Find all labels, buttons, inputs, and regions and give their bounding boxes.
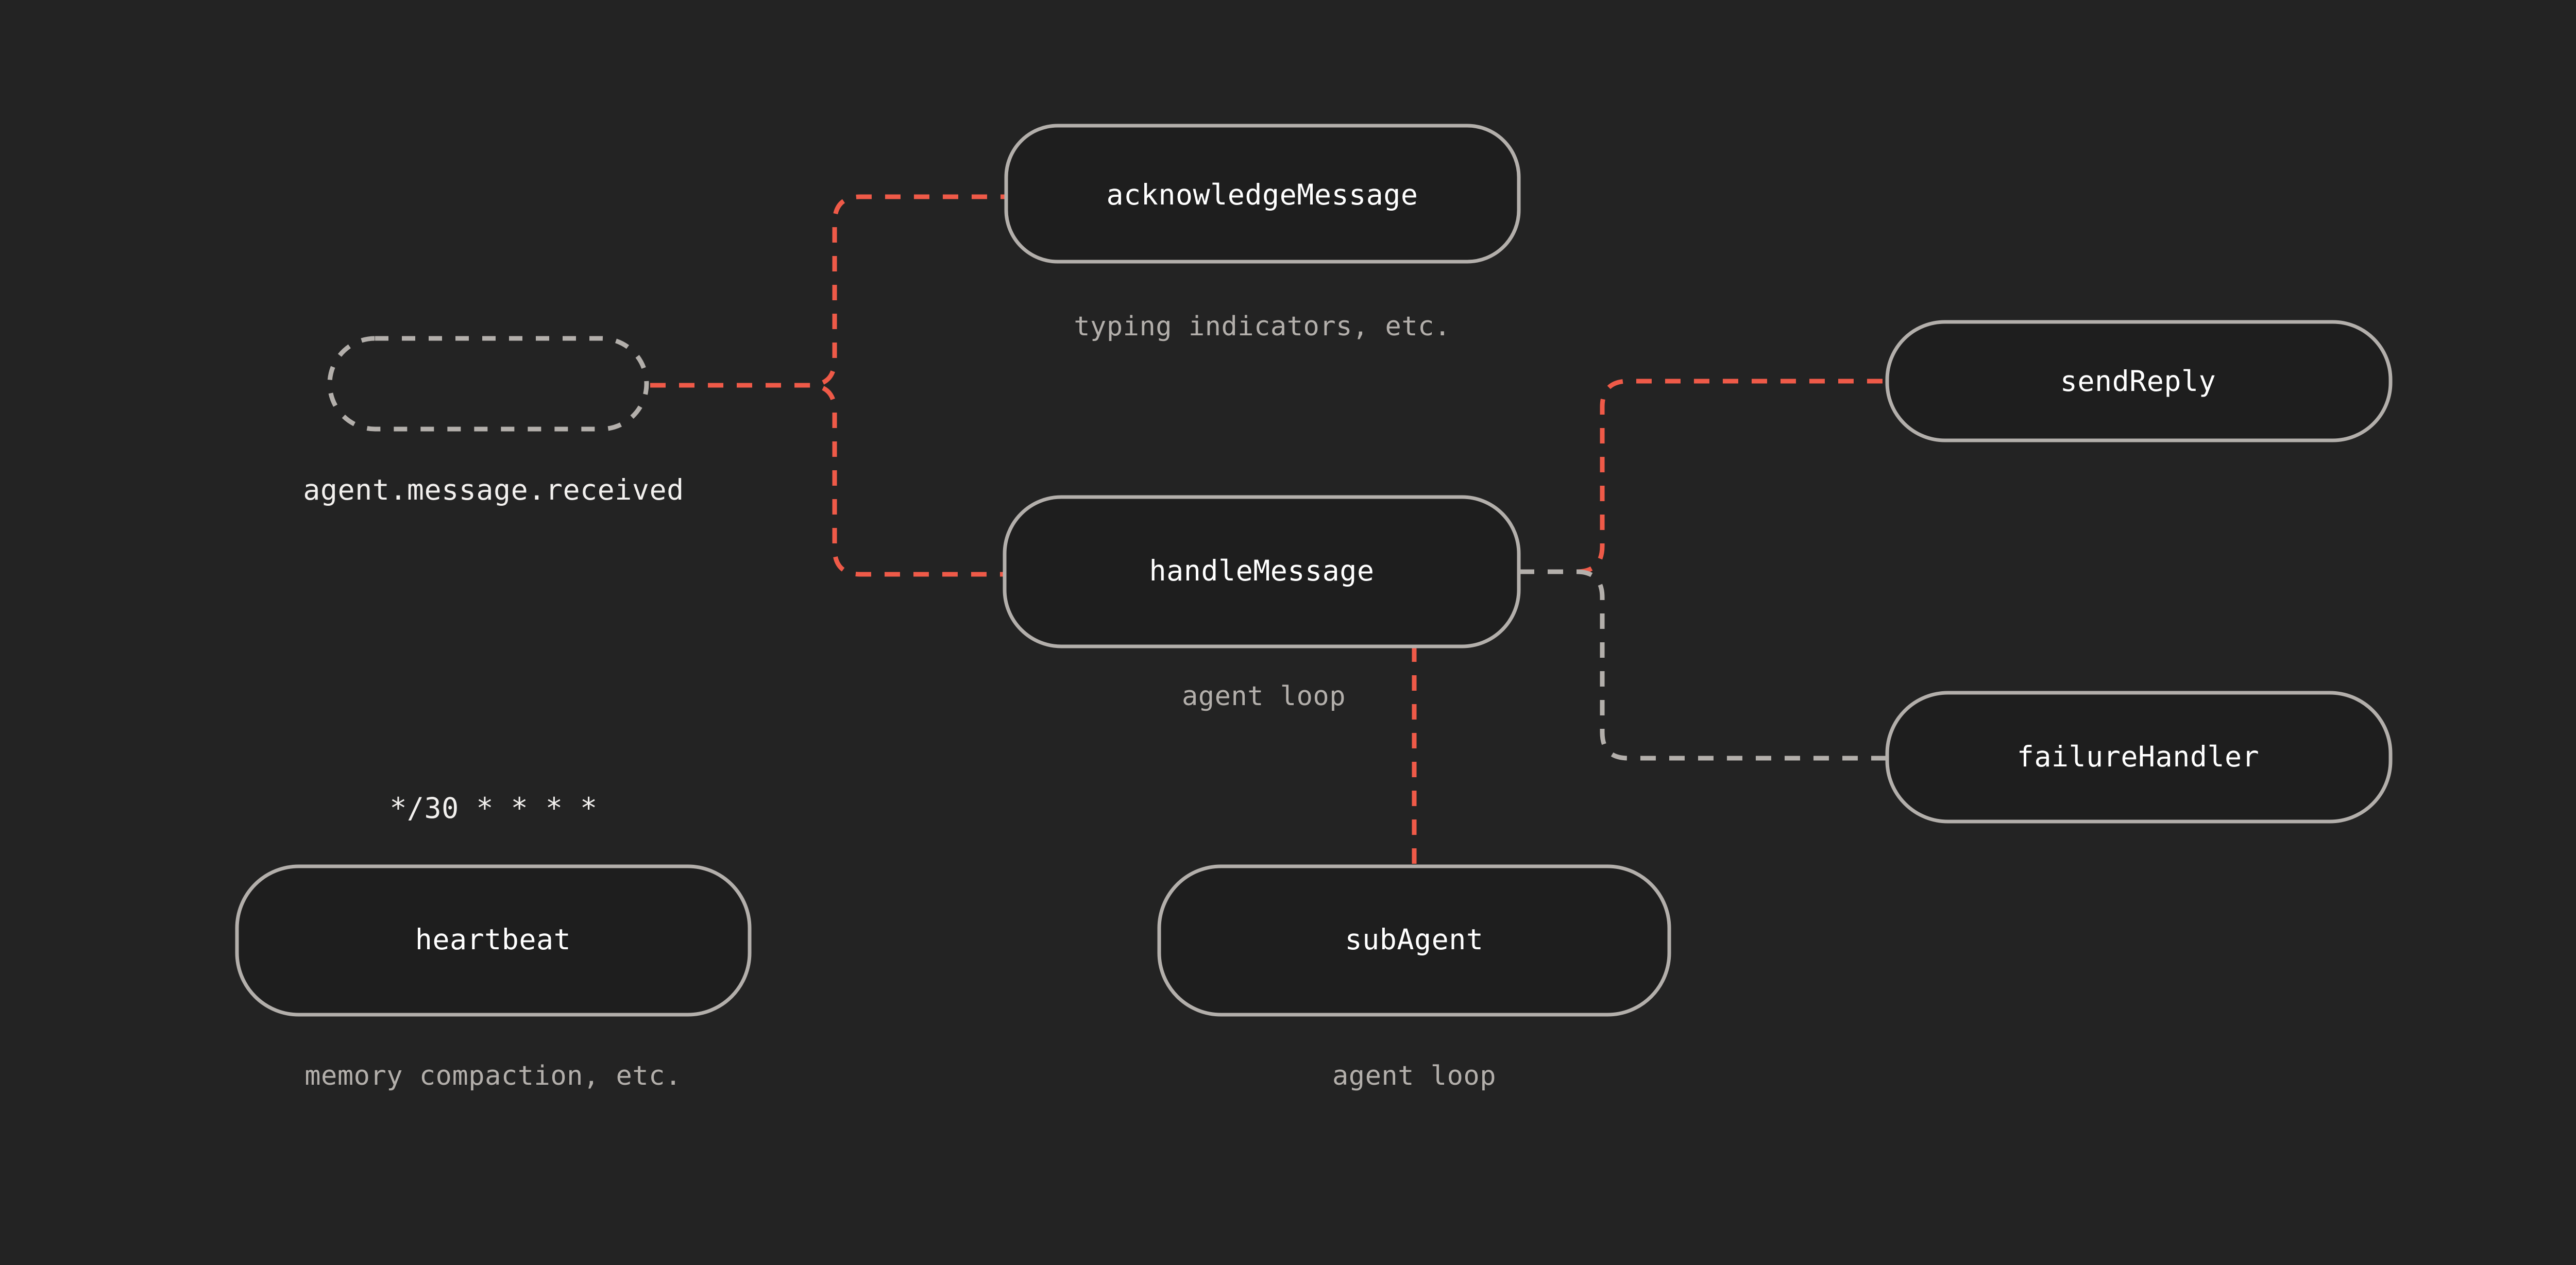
- handle-message-caption: agent loop: [1182, 681, 1346, 712]
- sub-agent-label: subAgent: [1345, 923, 1484, 956]
- node-heartbeat[interactable]: heartbeat: [235, 864, 752, 1017]
- acknowledge-message-caption: typing indicators, etc.: [1074, 311, 1451, 342]
- handle-message-shape[interactable]: [1003, 495, 1521, 648]
- trigger-caption: agent.message.received: [303, 473, 684, 506]
- failure-handler-label: failureHandler: [2017, 740, 2260, 773]
- edge-handle-message-to-send-reply: [1519, 379, 1886, 574]
- node-trigger[interactable]: [327, 336, 649, 432]
- heartbeat-schedule-label: */30 * * * *: [389, 792, 597, 825]
- heartbeat-shape[interactable]: [235, 864, 752, 1017]
- sub-agent-shape[interactable]: [1157, 864, 1671, 1017]
- node-failure-handler[interactable]: failureHandler: [1885, 691, 2393, 824]
- edge-trigger-to-acknowledge-message: [650, 194, 1005, 388]
- sub-agent-caption: agent loop: [1332, 1061, 1496, 1091]
- heartbeat-caption: memory compaction, etc.: [304, 1061, 682, 1091]
- node-sub-agent[interactable]: subAgent: [1157, 864, 1671, 1017]
- edge-trigger-to-handle-message: [650, 383, 1005, 577]
- node-handle-message[interactable]: handleMessage: [1003, 495, 1521, 648]
- acknowledge-message-shape[interactable]: [1004, 124, 1521, 264]
- failure-handler-shape[interactable]: [1885, 691, 2393, 824]
- edge-handle-message-to-failure-handler: [1519, 569, 1886, 761]
- acknowledge-message-label: acknowledgeMessage: [1106, 178, 1418, 211]
- handle-message-label: handleMessage: [1149, 554, 1375, 587]
- node-send-reply[interactable]: sendReply: [1885, 320, 2393, 442]
- trigger-shape[interactable]: [327, 336, 649, 432]
- send-reply-label: sendReply: [2060, 365, 2216, 398]
- node-acknowledge-message[interactable]: acknowledgeMessage: [1004, 124, 1521, 264]
- heartbeat-label: heartbeat: [415, 923, 571, 956]
- send-reply-shape[interactable]: [1885, 320, 2393, 442]
